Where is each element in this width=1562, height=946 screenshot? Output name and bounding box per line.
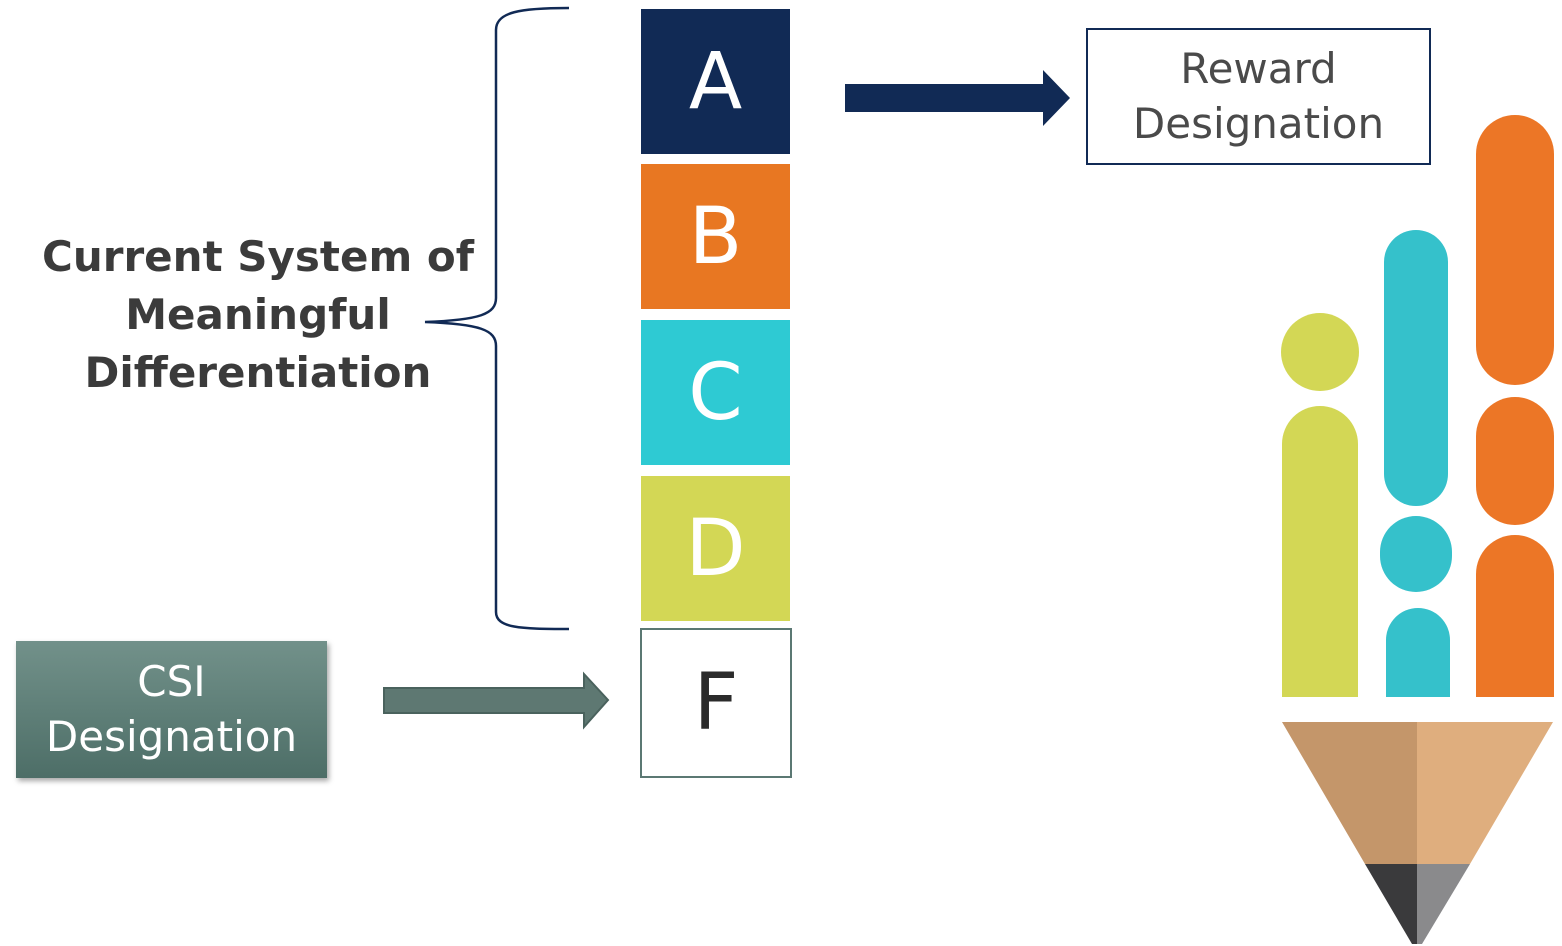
- grade-d-box: D: [641, 476, 790, 621]
- curly-brace-icon: [424, 6, 570, 631]
- arrow-right-icon: [383, 671, 610, 730]
- reward-designation-box: Reward Designation: [1086, 28, 1431, 165]
- csi-designation-box: CSI Designation: [16, 641, 327, 778]
- grade-b-label: B: [688, 191, 743, 282]
- grade-a-label: A: [688, 36, 743, 127]
- grade-c-label: C: [688, 347, 743, 438]
- grade-f-label: F: [693, 658, 739, 748]
- grade-f-box: F: [640, 628, 792, 778]
- current-system-label: Current System of Meaningful Differentia…: [42, 232, 474, 397]
- pencil-logo-icon: [1281, 115, 1554, 944]
- arrow-right-icon: [845, 70, 1070, 126]
- grade-a-box: A: [641, 9, 790, 154]
- grade-c-box: C: [641, 320, 790, 465]
- grade-d-label: D: [685, 503, 746, 594]
- grade-b-box: B: [641, 164, 790, 309]
